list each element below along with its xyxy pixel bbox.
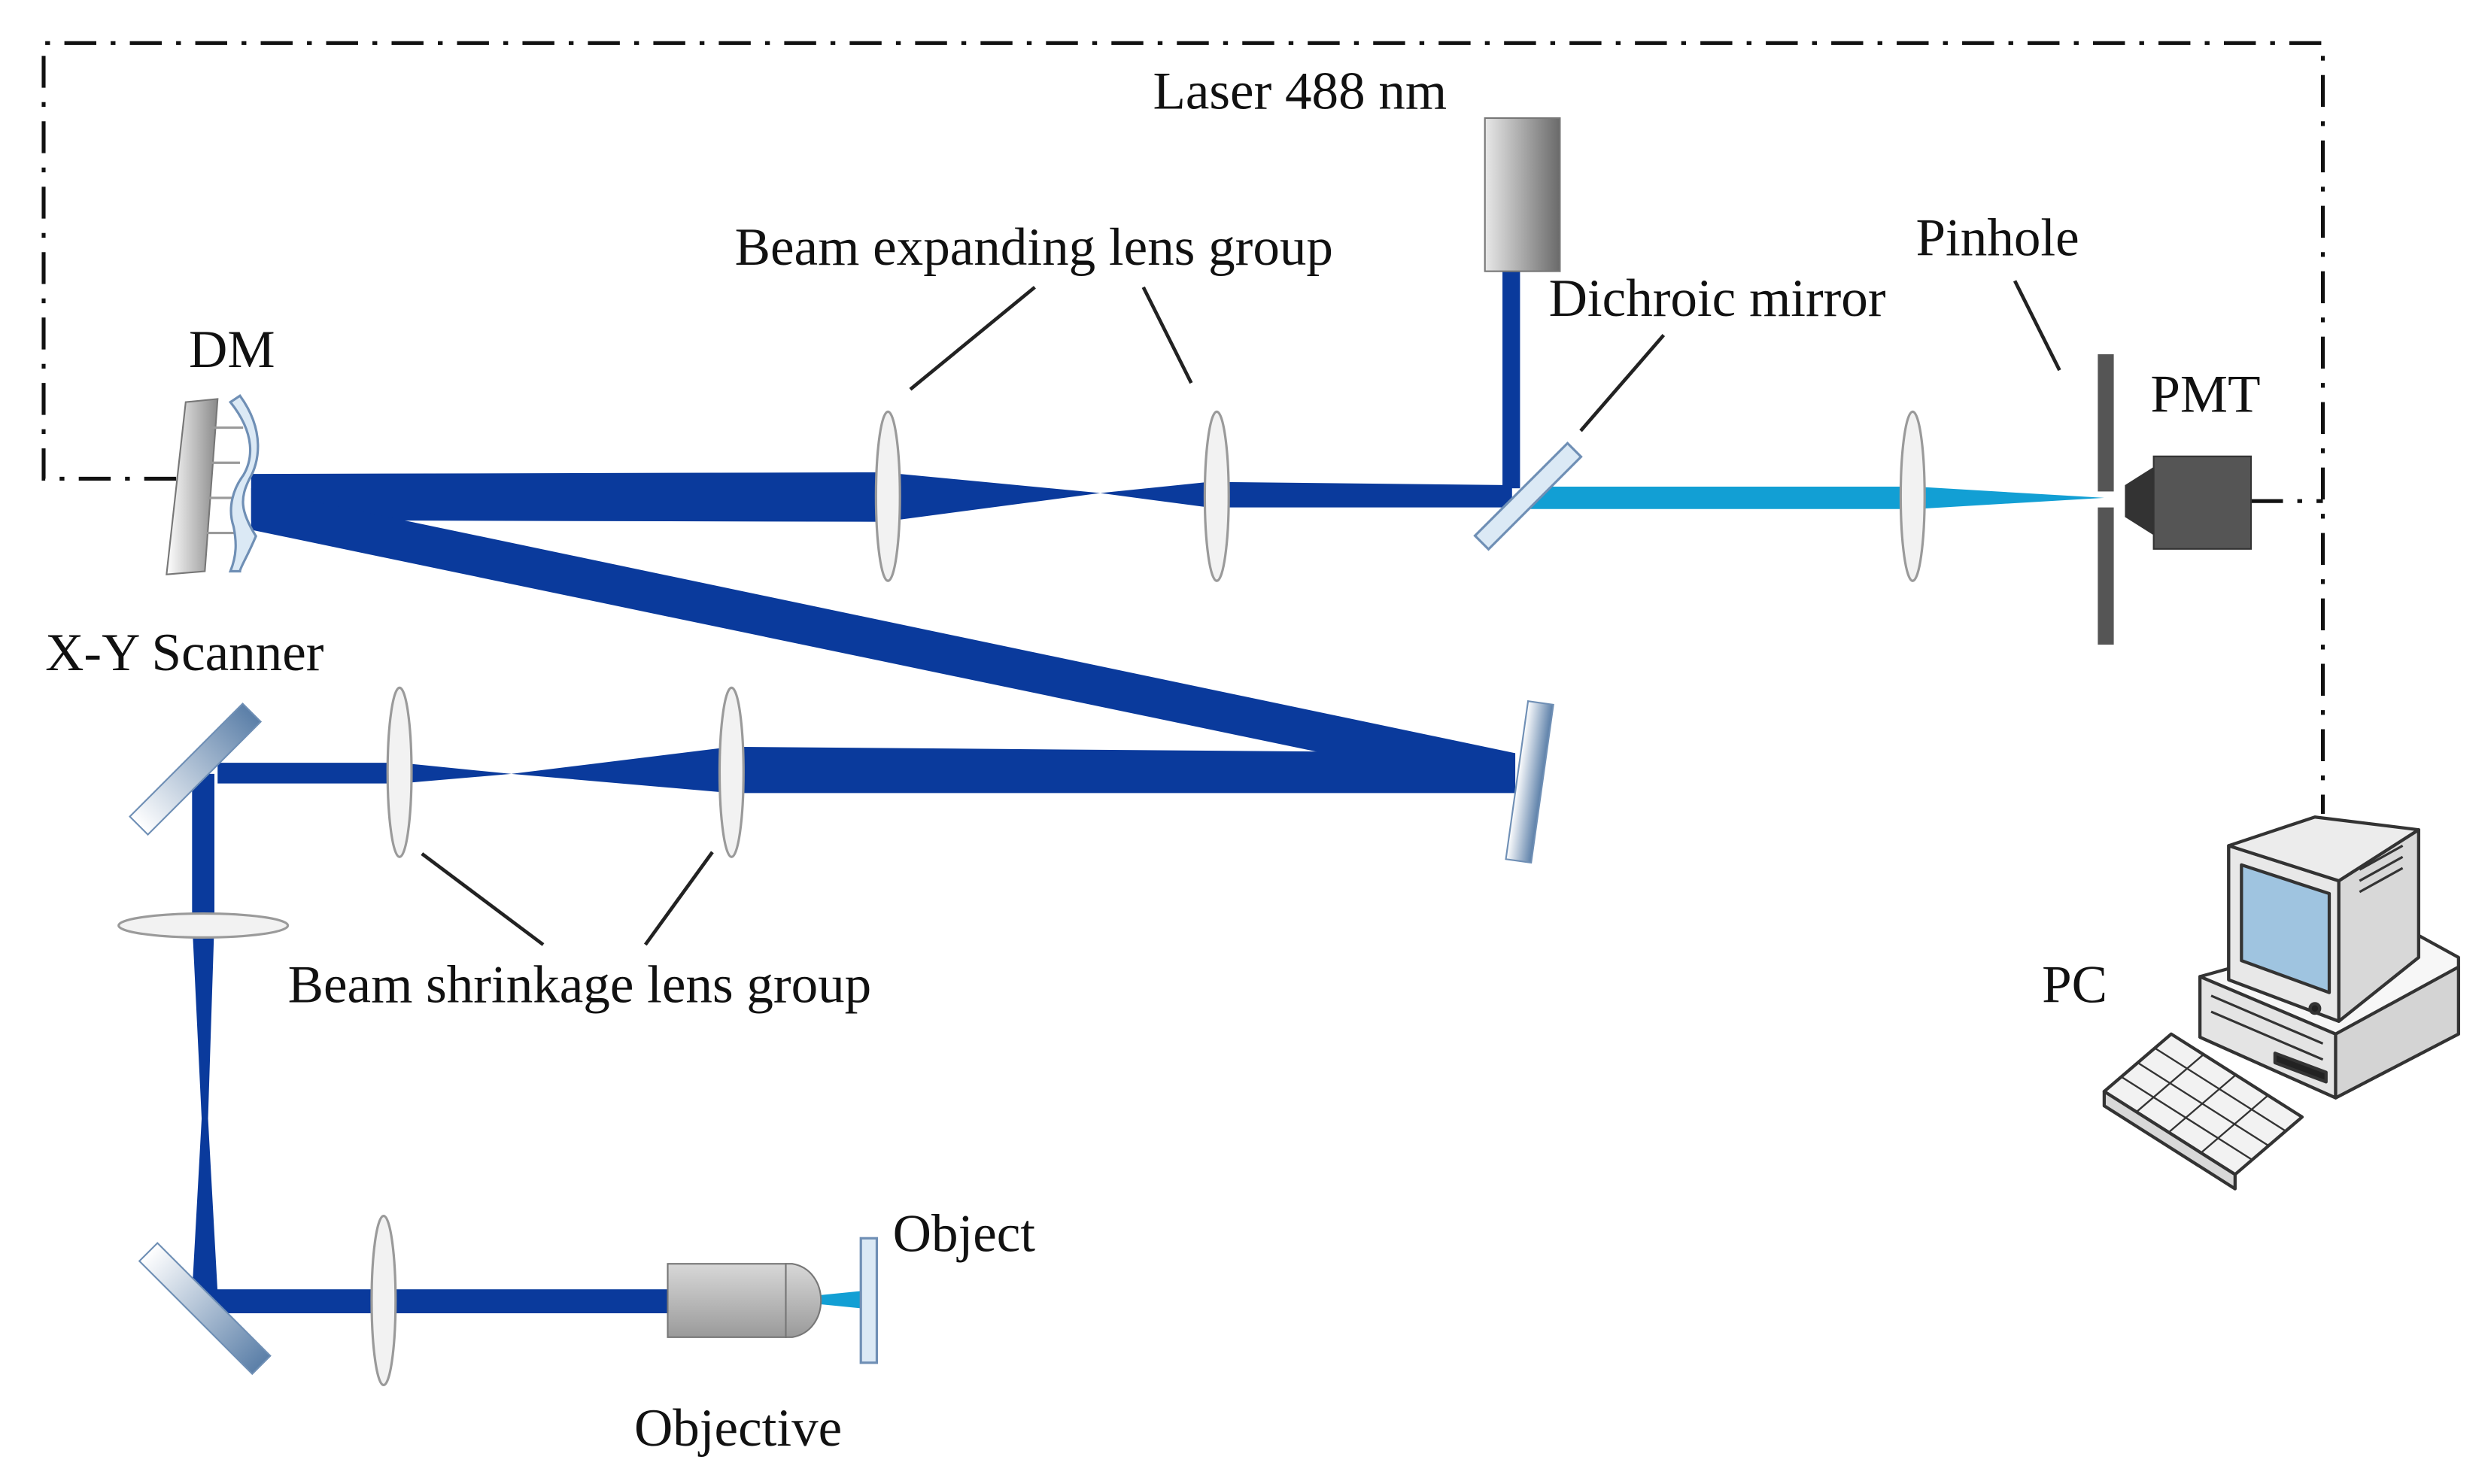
label-xy-scanner: X-Y Scanner — [45, 624, 324, 682]
label-objective: Objective — [634, 1399, 842, 1458]
label-object: Object — [893, 1204, 1036, 1263]
emission-dichroic-to-pinhole — [1524, 487, 2104, 509]
objective-lens — [667, 1263, 822, 1338]
deformable-mirror — [166, 393, 260, 575]
beam-dm-to-fold-mirror — [251, 488, 1516, 794]
label-laser: Laser 488 nm — [1153, 62, 1447, 120]
expanding-lens-2 — [1203, 410, 1230, 582]
lenses — [117, 410, 1926, 1387]
label-pmt: PMT — [2150, 365, 2260, 423]
pinhole — [2098, 354, 2114, 645]
beam-fold-mirror-to-scanner — [217, 746, 1516, 794]
shrinkage-lens-2 — [718, 686, 745, 858]
leader-lines — [421, 280, 2061, 946]
text-labels: Laser 488 nm Beam expanding lens group D… — [45, 62, 2260, 1458]
beam-scanner-down — [192, 773, 218, 1293]
excitation-beam — [192, 268, 1520, 1313]
control-signal-line — [41, 41, 2325, 814]
laser-source — [1484, 117, 1561, 272]
label-pc: PC — [2042, 955, 2107, 1014]
scan-lens — [117, 912, 290, 939]
label-beam-shrinkage: Beam shrinkage lens group — [288, 955, 872, 1014]
tube-lens — [370, 1214, 397, 1387]
emission-object-cone — [814, 1291, 863, 1309]
label-beam-expanding: Beam expanding lens group — [735, 218, 1333, 277]
bottom-fold-mirror — [138, 1242, 272, 1376]
pmt-detector — [2125, 455, 2253, 550]
expanding-lens-1 — [874, 410, 901, 582]
label-dm: DM — [189, 320, 275, 379]
pc-computer-icon — [2102, 815, 2460, 1191]
dichroic-mirror — [1473, 442, 1583, 551]
emission-beam — [814, 487, 2104, 1309]
shrinkage-lens-1 — [386, 686, 413, 858]
label-pinhole: Pinhole — [1916, 208, 2079, 267]
xy-scanner-mirror — [129, 703, 263, 836]
object-slide — [859, 1237, 879, 1364]
laser-beam-vertical — [1502, 268, 1520, 489]
fold-mirror — [1505, 700, 1554, 864]
label-dichroic-mirror: Dichroic mirror — [1549, 269, 1886, 328]
pinhole-focusing-lens — [1899, 410, 1926, 582]
beam-to-objective — [203, 1289, 670, 1313]
